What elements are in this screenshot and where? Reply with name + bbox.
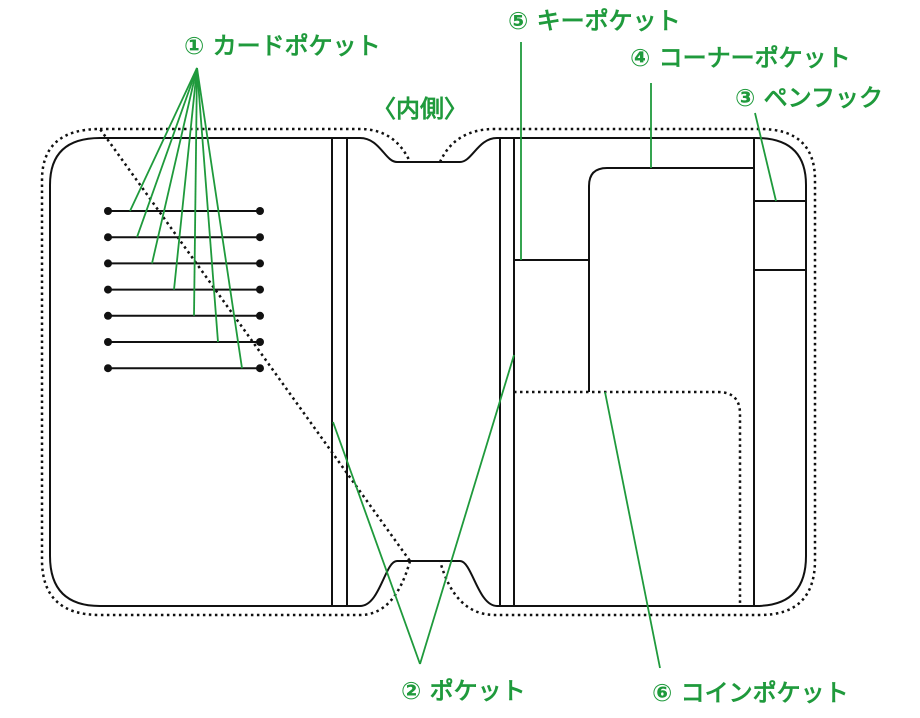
card-slot-dot [256,338,264,346]
card-slot-dot [104,364,112,373]
card-pocket-leader [196,67,243,369]
pen-hook-leader [754,112,777,202]
card-slot-dot [256,285,264,294]
corner-pocket-edge [588,167,754,392]
card-slot-dot [256,259,264,268]
card-pocket-leader [129,67,198,212]
card-pocket-leader [196,67,219,343]
corner-pocket-label: ④ コーナーポケット [630,44,851,72]
card-slot-dot [104,233,112,242]
card-pocket-leader [173,67,198,290]
card-slot-dot [104,311,112,320]
card-slot-dot [256,233,264,242]
key-pocket-label: ⑤ キーポケット [508,7,681,35]
card-slot-dot [104,338,112,346]
card-pocket-leader [151,67,198,264]
card-slot-dot [104,285,112,294]
card-pocket-label: ① カードポケット [184,32,381,60]
coin-pocket-edge [514,390,742,606]
card-slot-dot [256,207,264,215]
coin-pocket-leader [604,391,661,669]
card-pocket-leader [136,67,198,238]
card-pocket-leaders [129,67,243,369]
pocket-leader-right [419,354,515,665]
outer-stitch-line [40,127,817,617]
card-slot-dot [104,207,112,215]
card-slot-dot [256,364,264,373]
pocket-label: ② ポケット [401,677,526,705]
wallet-outline [49,137,807,607]
right-pocket-strip [499,138,515,606]
inside-title: 〈内側〉 [372,95,468,123]
card-slots [104,207,264,373]
pen-hook-label: ③ ペンフック [735,84,883,112]
left-pocket-strip [331,138,348,606]
card-slot-dot [256,311,264,320]
card-pocket-leader [193,67,198,316]
pocket-leader-left [332,421,421,665]
card-slot-dot [104,259,112,268]
coin-pocket-label: ⑥ コインポケット [652,679,849,707]
